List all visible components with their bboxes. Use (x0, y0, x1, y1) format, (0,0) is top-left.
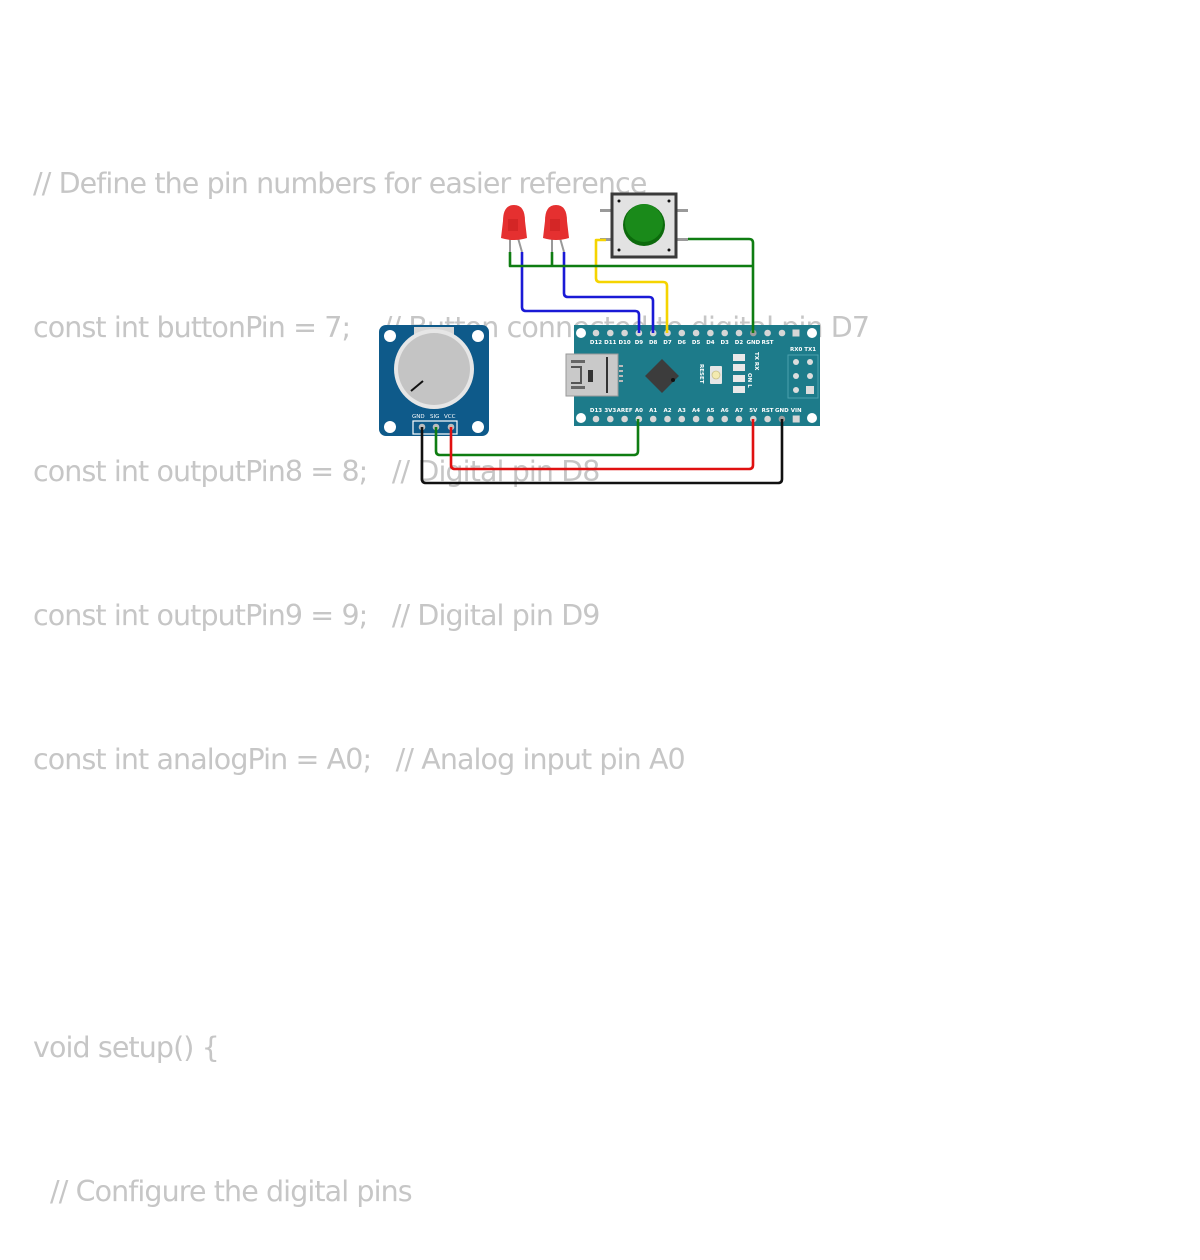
board-pin[interactable] (778, 329, 786, 337)
pin-label: A1 (649, 408, 657, 414)
code-line: const int outputPin9 = 9; // Digital pin… (33, 599, 600, 632)
pin-label: GND (775, 408, 789, 414)
led-indicator-icon (733, 354, 745, 361)
pot-pin-label: VCC (444, 414, 456, 420)
header-label: RX0 TX1 (790, 347, 816, 353)
board-pin[interactable] (621, 415, 628, 423)
pin-label: D10 (618, 340, 630, 346)
board-pin[interactable] (764, 329, 771, 337)
code-line: const int analogPin = A0; // Analog inpu… (33, 743, 686, 776)
board-pin[interactable] (678, 415, 686, 423)
board-pin[interactable] (692, 415, 700, 423)
usb-connector-icon (565, 353, 623, 397)
board-pin[interactable] (735, 329, 743, 337)
wire-blue-led1-d9 (520, 252, 641, 333)
board-pin[interactable] (707, 329, 714, 337)
pin-label: 3V3 (604, 408, 616, 414)
board-pin[interactable] (592, 415, 600, 423)
code-line: void setup() { (33, 1031, 220, 1064)
board-pin[interactable] (792, 415, 800, 423)
pin-label: A7 (735, 408, 743, 414)
code-line: const int outputPin8 = 8; // Digital pin… (33, 455, 600, 488)
pin-label: D2 (735, 340, 744, 346)
pin-label: D9 (635, 340, 644, 346)
led-label: ON L (746, 373, 752, 388)
board-pin[interactable] (721, 329, 728, 337)
pin-label: AREF (617, 408, 633, 414)
pin-label: A5 (706, 408, 714, 414)
wire-blue-led2-d8 (562, 252, 655, 333)
board-pin[interactable] (792, 329, 800, 337)
board-pin[interactable] (707, 415, 714, 423)
wire-red-vcc-5v (449, 419, 755, 471)
pot-pin-label: GND (412, 414, 425, 420)
pin-label: GND (746, 340, 760, 346)
code-line: // Configure the digital pins (50, 1175, 413, 1208)
led-2-icon[interactable] (543, 205, 569, 253)
pin-label: D11 (604, 340, 616, 346)
board-pin[interactable] (649, 415, 657, 423)
pin-label: VIN (791, 408, 802, 414)
board-pin[interactable] (664, 415, 671, 423)
board-pin[interactable] (721, 415, 728, 423)
potentiometer-knob-icon (398, 333, 470, 405)
board-pin[interactable] (678, 329, 686, 337)
pin-label: D13 (590, 408, 602, 414)
potentiometer-module[interactable]: GND SIG VCC (379, 325, 489, 436)
push-button-icon[interactable] (600, 192, 688, 259)
pin-label: D8 (649, 340, 658, 346)
wire-black-gnd-gnd (420, 419, 784, 485)
wire-green-sig-a0 (434, 419, 640, 457)
board-pin[interactable] (692, 329, 700, 337)
pin-label: D6 (678, 340, 687, 346)
pin-label: A2 (663, 408, 671, 414)
led-1-icon[interactable] (501, 205, 527, 253)
pin-label: RST (762, 408, 774, 414)
pot-pin-label: SIG (430, 414, 439, 420)
pin-label: A0 (635, 408, 643, 414)
code-line (33, 880, 1050, 928)
wire-green-button-gnd (688, 237, 755, 333)
microcontroller-chip-icon (645, 359, 679, 393)
board-pin[interactable] (607, 329, 614, 337)
pin-label: A6 (721, 408, 729, 414)
pin-label: 5V (749, 408, 758, 414)
pin-label: A3 (678, 408, 686, 414)
code-line: // Define the pin numbers for easier ref… (33, 167, 647, 200)
reset-label: RESET (698, 364, 704, 384)
pin-label: D5 (692, 340, 701, 346)
led-label: TX RX (753, 352, 759, 371)
pin-label: RST (762, 340, 774, 346)
led-indicator-icon (733, 386, 745, 393)
pin-label: D3 (720, 340, 729, 346)
wire-yellow-button-d7 (594, 238, 669, 333)
wires (420, 237, 784, 485)
led-indicator-icon (733, 375, 745, 382)
board-pin[interactable] (735, 415, 743, 423)
pin-label: A4 (692, 408, 700, 414)
pin-label: D4 (706, 340, 715, 346)
board-pin[interactable] (764, 415, 771, 423)
wire-green-led-gnd (508, 252, 753, 268)
led-indicator-icon (733, 364, 745, 371)
board-pin[interactable] (621, 329, 628, 337)
board-pin[interactable] (607, 415, 614, 423)
board-pin[interactable] (592, 329, 600, 337)
pin-label: D7 (663, 340, 672, 346)
pin-label: D12 (590, 340, 602, 346)
